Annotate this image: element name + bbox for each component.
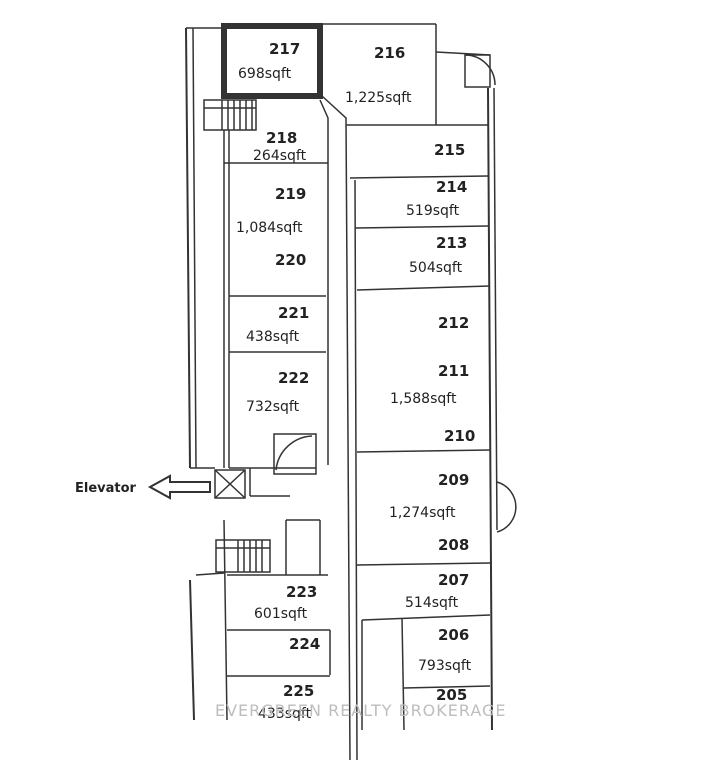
elevator-label: Elevator (75, 481, 137, 496)
unit-222[interactable]: 222 732sqft (246, 369, 309, 415)
svg-text:732sqft: 732sqft (246, 399, 300, 415)
svg-text:1,274sqft: 1,274sqft (389, 505, 456, 521)
unit-221[interactable]: 221 438sqft (246, 304, 309, 345)
svg-text:218: 218 (266, 129, 297, 147)
svg-text:213: 213 (436, 234, 467, 252)
unit-209[interactable]: 209 1,274sqft (389, 471, 469, 521)
unit-225[interactable]: 225 433sqft (258, 682, 314, 722)
svg-text:438sqft: 438sqft (246, 329, 300, 345)
svg-text:215: 215 (434, 141, 465, 159)
svg-text:601sqft: 601sqft (254, 606, 308, 622)
unit-218[interactable]: 218 264sqft (253, 129, 307, 164)
unit-215[interactable]: 215 (434, 141, 465, 159)
unit-219[interactable]: 219 1,084sqft (236, 185, 306, 236)
unit-labels: 217 698sqft 216 1,225sqft 218 264sqft 21… (236, 40, 475, 722)
svg-text:223: 223 (286, 583, 317, 601)
svg-text:224: 224 (289, 635, 320, 653)
unit-223[interactable]: 223 601sqft (254, 583, 317, 622)
svg-text:793sqft: 793sqft (418, 658, 472, 674)
svg-text:214: 214 (436, 178, 467, 196)
svg-text:1,225sqft: 1,225sqft (345, 90, 412, 106)
svg-text:514sqft: 514sqft (405, 595, 459, 611)
unit-216[interactable]: 216 1,225sqft (345, 44, 412, 106)
building-walls (185, 23, 498, 731)
unit-220[interactable]: 220 (275, 251, 306, 269)
svg-text:211: 211 (438, 362, 469, 380)
svg-text:698sqft: 698sqft (238, 66, 292, 82)
stairs-upper (203, 99, 257, 131)
svg-text:205: 205 (436, 686, 467, 704)
unit-205[interactable]: 205 (436, 686, 467, 704)
stairs-lower (215, 539, 271, 573)
unit-214[interactable]: 214 519sqft (406, 178, 467, 219)
elevator-arrow (147, 474, 211, 500)
unit-224[interactable]: 224 (289, 635, 320, 653)
unit-217[interactable]: 217 698sqft (238, 40, 300, 82)
elevator-shaft (214, 469, 246, 499)
svg-text:225: 225 (283, 682, 314, 700)
unit-211[interactable]: 211 1,588sqft (390, 362, 469, 407)
interior-walls (223, 95, 491, 761)
svg-text:221: 221 (278, 304, 309, 322)
watermark: EVERGREEN REALTY BROKERAGE (215, 701, 507, 720)
svg-text:216: 216 (374, 44, 405, 62)
door-swing-209 (496, 481, 517, 533)
svg-text:206: 206 (438, 626, 469, 644)
svg-text:209: 209 (438, 471, 469, 489)
door-swing-216 (464, 54, 496, 88)
svg-text:1,588sqft: 1,588sqft (390, 391, 457, 407)
unit-213[interactable]: 213 504sqft (409, 234, 467, 276)
unit-206[interactable]: 206 793sqft (418, 626, 472, 674)
unit-217-highlight[interactable] (221, 23, 323, 99)
unit-210[interactable]: 210 (444, 427, 475, 445)
svg-text:219: 219 (275, 185, 306, 203)
svg-text:1,084sqft: 1,084sqft (236, 220, 303, 236)
svg-text:220: 220 (275, 251, 306, 269)
svg-text:519sqft: 519sqft (406, 203, 460, 219)
svg-text:212: 212 (438, 314, 469, 332)
svg-text:210: 210 (444, 427, 475, 445)
svg-text:222: 222 (278, 369, 309, 387)
svg-text:433sqft: 433sqft (258, 706, 312, 722)
svg-text:504sqft: 504sqft (409, 260, 463, 276)
svg-text:207: 207 (438, 571, 469, 589)
svg-text:217: 217 (269, 40, 300, 58)
unit-212[interactable]: 212 (438, 314, 469, 332)
unit-208[interactable]: 208 (438, 536, 469, 554)
unit-207[interactable]: 207 514sqft (405, 571, 469, 611)
svg-text:208: 208 (438, 536, 469, 554)
svg-text:264sqft: 264sqft (253, 148, 307, 164)
